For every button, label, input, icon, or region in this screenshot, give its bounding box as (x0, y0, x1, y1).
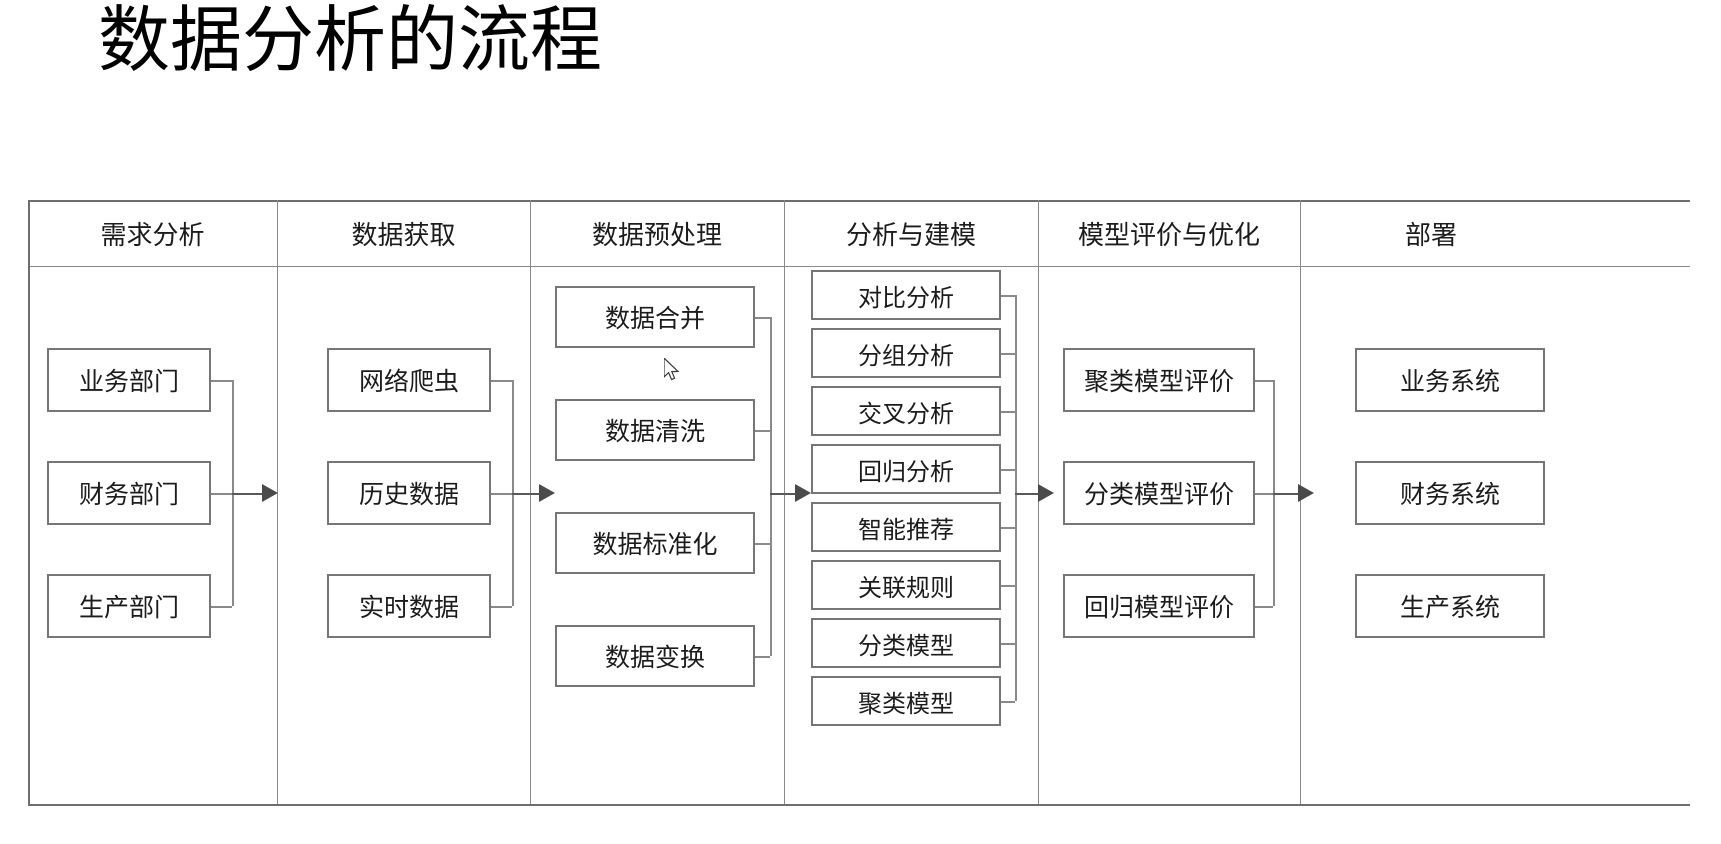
node-association-rules[interactable]: 关联规则 (811, 560, 1001, 610)
node-data-transformation[interactable]: 数据变换 (555, 625, 755, 687)
column-header-acquisition: 数据获取 (351, 220, 456, 250)
node-clustering-model[interactable]: 聚类模型 (811, 676, 1001, 726)
column-body-preprocessing: 数据合并 数据清洗 数据标准化 数据变换 (530, 266, 811, 804)
node-intelligent-recommendation[interactable]: 智能推荐 (811, 502, 1001, 552)
connector-stub (211, 493, 232, 495)
node-realtime-data[interactable]: 实时数据 (327, 574, 491, 638)
node-comparative-analysis[interactable]: 对比分析 (811, 270, 1001, 320)
connector-stub (755, 543, 770, 545)
connector-stub (755, 430, 770, 432)
node-classification-model[interactable]: 分类模型 (811, 618, 1001, 668)
node-business-department[interactable]: 业务部门 (47, 348, 211, 412)
column-body-evaluation: 聚类模型评价 分类模型评价 回归模型评价 (1038, 266, 1314, 804)
column-divider-3 (784, 200, 785, 804)
connector-stub (1001, 527, 1015, 529)
column-divider-1 (277, 200, 278, 804)
connector-stub (211, 606, 232, 608)
node-finance-department[interactable]: 财务部门 (47, 461, 211, 525)
connector-lead (1015, 493, 1045, 495)
column-modeling: 分析与建模 对比分析 分组分析 交叉分析 回归分析 智能推荐 关联规则 分类模型… (784, 200, 1054, 804)
node-historical-data[interactable]: 历史数据 (327, 461, 491, 525)
node-classification-model-evaluation[interactable]: 分类模型评价 (1063, 461, 1255, 525)
column-body-modeling: 对比分析 分组分析 交叉分析 回归分析 智能推荐 关联规则 分类模型 聚类模型 (784, 266, 1054, 804)
column-divider-left-edge (28, 200, 30, 804)
connector-bus (770, 317, 772, 656)
column-body-requirements: 业务部门 财务部门 生产部门 (28, 266, 278, 804)
column-preprocessing: 数据预处理 数据合并 数据清洗 数据标准化 数据变换 (530, 200, 811, 804)
column-body-acquisition: 网络爬虫 历史数据 实时数据 (277, 266, 555, 804)
connector-stub (755, 317, 770, 319)
arrow-to-deployment (1298, 484, 1314, 502)
column-divider-5 (1300, 200, 1301, 804)
node-data-cleaning[interactable]: 数据清洗 (555, 399, 755, 461)
page-title: 数据分析的流程 (98, 1, 603, 81)
arrow-to-evaluation (1038, 484, 1054, 502)
node-production-system[interactable]: 生产系统 (1355, 574, 1545, 638)
connector-stub (491, 606, 512, 608)
column-evaluation: 模型评价与优化 聚类模型评价 分类模型评价 回归模型评价 (1038, 200, 1314, 804)
connector-stub (491, 380, 512, 382)
column-header-deployment: 部署 (1404, 220, 1457, 250)
node-regression-model-evaluation[interactable]: 回归模型评价 (1063, 574, 1255, 638)
arrow-to-preprocessing (539, 484, 555, 502)
node-production-department[interactable]: 生产部门 (47, 574, 211, 638)
connector-lead (232, 493, 269, 495)
node-data-standardization[interactable]: 数据标准化 (555, 512, 755, 574)
node-data-merge[interactable]: 数据合并 (555, 286, 755, 348)
node-cross-analysis[interactable]: 交叉分析 (811, 386, 1001, 436)
header-row-divider (28, 266, 1690, 267)
column-header-requirements: 需求分析 (100, 220, 205, 250)
connector-stub (1001, 643, 1015, 645)
diagram-bottom-border (28, 804, 1690, 806)
node-business-system[interactable]: 业务系统 (1355, 348, 1545, 412)
node-regression-analysis[interactable]: 回归分析 (811, 444, 1001, 494)
connector-stub (1001, 469, 1015, 471)
column-header-modeling: 分析与建模 (845, 220, 976, 250)
column-header-evaluation: 模型评价与优化 (1077, 220, 1260, 250)
node-web-crawler[interactable]: 网络爬虫 (327, 348, 491, 412)
column-acquisition: 数据获取 网络爬虫 历史数据 实时数据 (277, 200, 555, 804)
node-clustering-model-evaluation[interactable]: 聚类模型评价 (1063, 348, 1255, 412)
column-body-deployment: 业务系统 财务系统 生产系统 (1300, 266, 1690, 804)
connector-stub (1255, 606, 1273, 608)
connector-lead (770, 493, 802, 495)
column-divider-2 (530, 200, 531, 804)
connector-stub (1001, 353, 1015, 355)
connector-lead (512, 493, 546, 495)
connector-stub (1001, 701, 1015, 703)
connector-stub (1255, 493, 1273, 495)
column-deployment: 部署 业务系统 财务系统 生产系统 (1300, 200, 1690, 804)
data-analysis-flow-diagram: 需求分析 业务部门 财务部门 生产部门 数据获取 网络爬虫 历史数据 实时数据 (28, 200, 1690, 806)
connector-stub (755, 656, 770, 658)
node-finance-system[interactable]: 财务系统 (1355, 461, 1545, 525)
arrow-to-acquisition (262, 484, 278, 502)
connector-stub (211, 380, 232, 382)
column-divider-4 (1038, 200, 1039, 804)
connector-bus (1015, 295, 1017, 701)
column-header-preprocessing: 数据预处理 (591, 220, 722, 250)
connector-lead (1273, 493, 1305, 495)
node-group-analysis[interactable]: 分组分析 (811, 328, 1001, 378)
connector-stub (1001, 295, 1015, 297)
connector-stub (1001, 585, 1015, 587)
arrow-to-modeling (795, 484, 811, 502)
column-requirements: 需求分析 业务部门 财务部门 生产部门 (28, 200, 278, 804)
connector-stub (1255, 380, 1273, 382)
connector-stub (1001, 411, 1015, 413)
diagram-top-border (28, 200, 1690, 202)
mouse-cursor-icon (664, 358, 680, 381)
connector-stub (491, 493, 512, 495)
